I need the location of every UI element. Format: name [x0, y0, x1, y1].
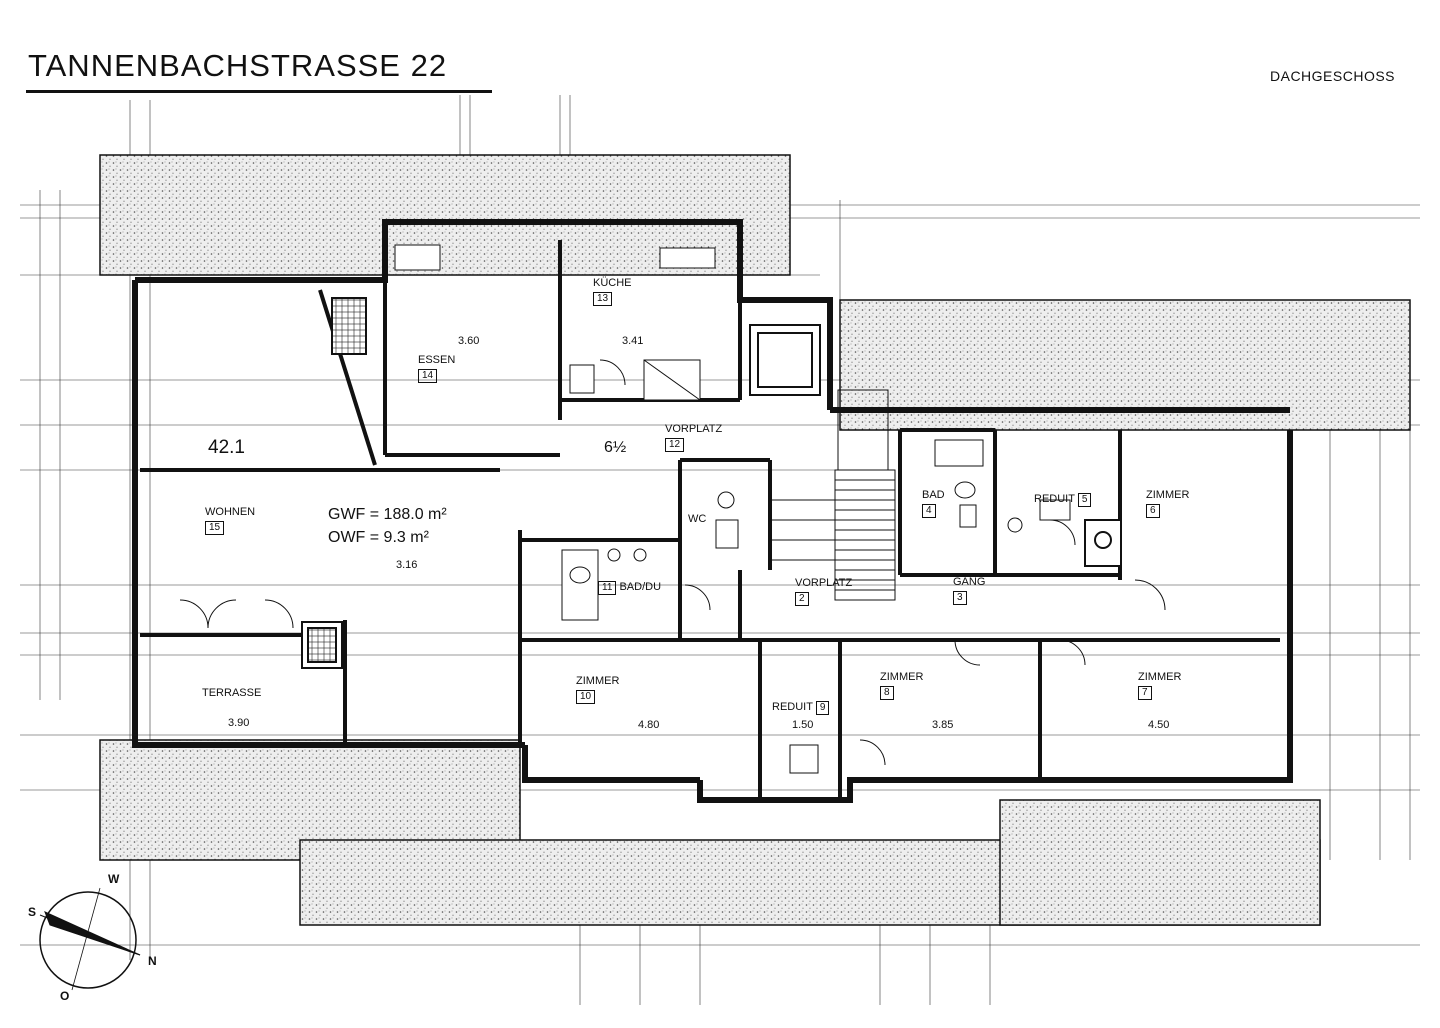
owf-area: OWF = 9.3 m²	[328, 529, 429, 546]
gwf-area: GWF = 188.0 m²	[328, 506, 447, 523]
floor-label: DACHGESCHOSS	[1270, 68, 1396, 84]
room-terrasse: TERRASSE	[202, 687, 262, 699]
outer-walls	[132, 219, 1293, 803]
room-number-large: 42.1	[208, 437, 245, 458]
dim-zimmer-8: 3.85	[932, 719, 954, 731]
dim-zimmer-10: 4.80	[638, 719, 660, 731]
dim-zimmer-7: 4.50	[1148, 719, 1170, 731]
interior-walls	[140, 240, 1280, 800]
room-bad-du: 11 BAD/DU	[598, 578, 661, 595]
stair-marker: 6½	[604, 439, 627, 456]
compass-n: N	[148, 954, 157, 968]
dim-terrace: 3.90	[228, 717, 250, 729]
dim-essen: 3.60	[458, 335, 480, 347]
dim-kueche: 3.41	[622, 335, 644, 347]
chimneys	[301, 297, 1122, 669]
room-reduit-1: REDUIT 5	[1034, 490, 1092, 507]
project-title: TANNENBACHSTRASSE 22	[28, 48, 448, 83]
title-underline	[26, 90, 492, 93]
stairs	[770, 389, 896, 601]
dim-reduit-2: 1.50	[792, 719, 814, 731]
compass-s: S	[28, 905, 37, 919]
dim-wohnen: 3.16	[396, 559, 418, 571]
room-wc: WC	[688, 513, 707, 525]
hatched-areas	[99, 154, 1411, 926]
room-reduit-2: REDUIT 9	[772, 698, 830, 715]
compass-w: W	[108, 872, 120, 886]
doors	[179, 359, 1166, 766]
compass-o: O	[60, 989, 70, 1003]
fixtures	[394, 244, 1071, 774]
compass-rose	[39, 887, 141, 991]
